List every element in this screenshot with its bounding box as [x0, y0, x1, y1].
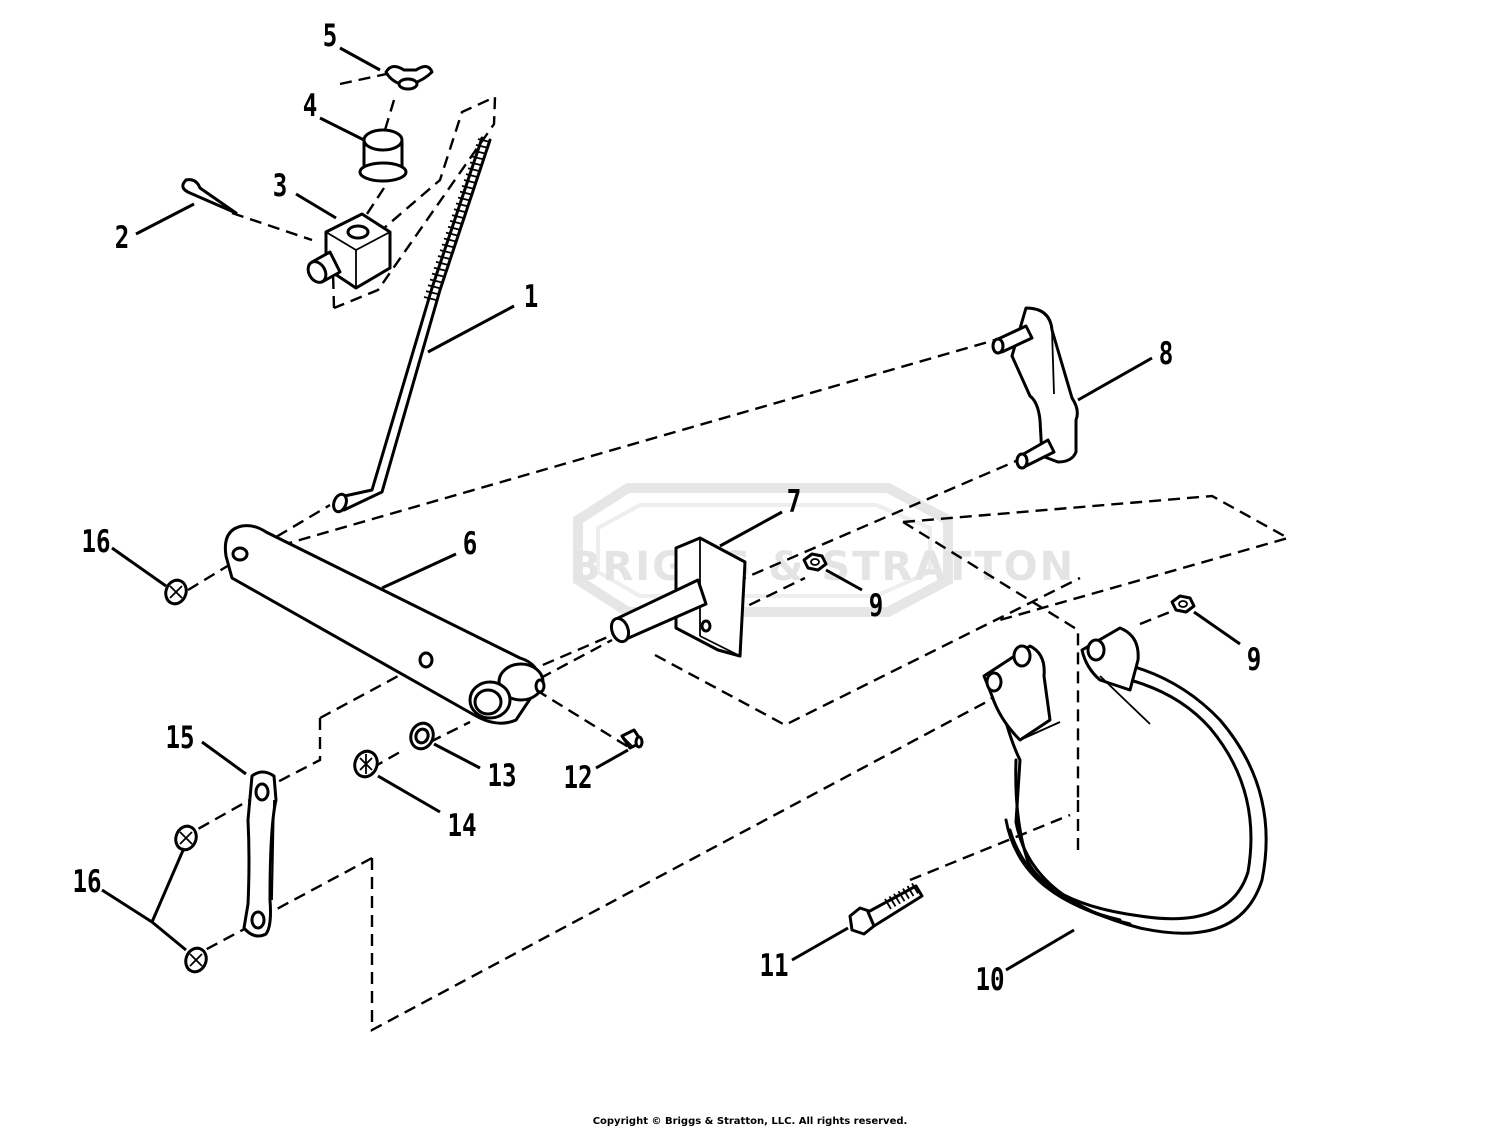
bolt-thread-tick	[888, 895, 897, 907]
thread-tick	[427, 284, 441, 290]
part-1-brake-rod	[332, 136, 492, 514]
callout-16-bottom: 16	[72, 863, 101, 900]
part-10-brake-band	[982, 626, 1268, 935]
thread-tick	[469, 161, 483, 167]
part-16-lock-washer	[164, 578, 188, 606]
callout-8: 8	[1159, 335, 1174, 372]
part-11-bolt	[848, 882, 924, 936]
thread-tick	[455, 202, 469, 208]
thread-tick	[431, 272, 445, 278]
thread-tick	[457, 196, 471, 202]
callouts: 5 4 3 2 1 8 7 6 16 9 9 15 13 12 14 16 11…	[72, 17, 1261, 998]
bolt-thread-tick	[893, 893, 901, 905]
bolt-thread-tick	[902, 888, 910, 900]
part-12-grease-fitting	[620, 728, 644, 750]
thread-tick	[425, 290, 439, 296]
thread-tick	[433, 266, 447, 272]
callout-4: 4	[303, 87, 318, 124]
callout-13: 13	[487, 757, 516, 794]
thread-tick	[443, 237, 457, 243]
part-8-bracket	[991, 306, 1079, 470]
callout-1: 1	[524, 278, 539, 315]
thread-tick	[445, 231, 459, 237]
thread-tick	[423, 296, 437, 301]
thread-tick	[465, 173, 479, 178]
copyright-notice: Copyright © Briggs & Stratton, LLC. All …	[592, 1116, 908, 1127]
thread-tick	[461, 184, 475, 190]
thread-tick	[429, 278, 443, 284]
thread-tick	[471, 155, 485, 161]
thread-tick	[473, 149, 487, 155]
watermark: BRIGGS & STRATTON	[570, 483, 1073, 617]
thread-tick	[447, 225, 461, 231]
thread-tick	[437, 255, 451, 260]
bolt-thread-tick	[884, 898, 892, 910]
callout-2: 2	[115, 219, 130, 256]
callout-12: 12	[563, 759, 592, 796]
callout-11: 11	[759, 947, 788, 984]
callout-3: 3	[273, 167, 288, 204]
callout-16-top: 16	[81, 523, 110, 560]
part-14-lock-washer	[353, 749, 379, 779]
callout-9-left: 9	[869, 587, 884, 624]
leader-lines	[101, 46, 1241, 972]
thread-tick	[453, 208, 467, 214]
part-7-shaft	[609, 536, 747, 658]
part-16-lock-washer	[184, 946, 208, 974]
part-6-brake-lever	[223, 524, 546, 725]
part-3-trunnion	[306, 212, 392, 290]
part-4-ferrule	[358, 128, 408, 183]
part-15-link	[242, 770, 278, 938]
part-2-cotter-pin	[181, 178, 238, 215]
thread-tick	[475, 143, 489, 149]
bolt-thread-tick	[906, 885, 915, 897]
part-5-wing-nut	[384, 65, 434, 91]
callout-5: 5	[323, 17, 338, 54]
thread-tick	[467, 167, 481, 173]
thread-tick	[459, 190, 473, 196]
bolt-thread-tick	[911, 882, 919, 894]
callout-7: 7	[787, 483, 802, 520]
callout-10: 10	[975, 961, 1004, 998]
thread-tick	[477, 138, 491, 143]
thread-tick	[435, 261, 449, 266]
part-16-lock-washer	[174, 824, 198, 852]
thread-tick	[463, 179, 477, 184]
thread-tick	[449, 220, 463, 225]
part-13-washer	[409, 721, 435, 751]
thread-tick	[439, 249, 453, 255]
part-9-nut	[802, 552, 828, 572]
callout-6: 6	[463, 525, 478, 562]
bolt-thread-tick	[897, 890, 906, 902]
thread-tick	[451, 214, 465, 219]
part-9-nut	[1170, 594, 1196, 614]
callout-14: 14	[447, 807, 476, 844]
callout-9-right: 9	[1247, 641, 1262, 678]
callout-15: 15	[165, 719, 194, 756]
thread-tick	[441, 243, 455, 249]
